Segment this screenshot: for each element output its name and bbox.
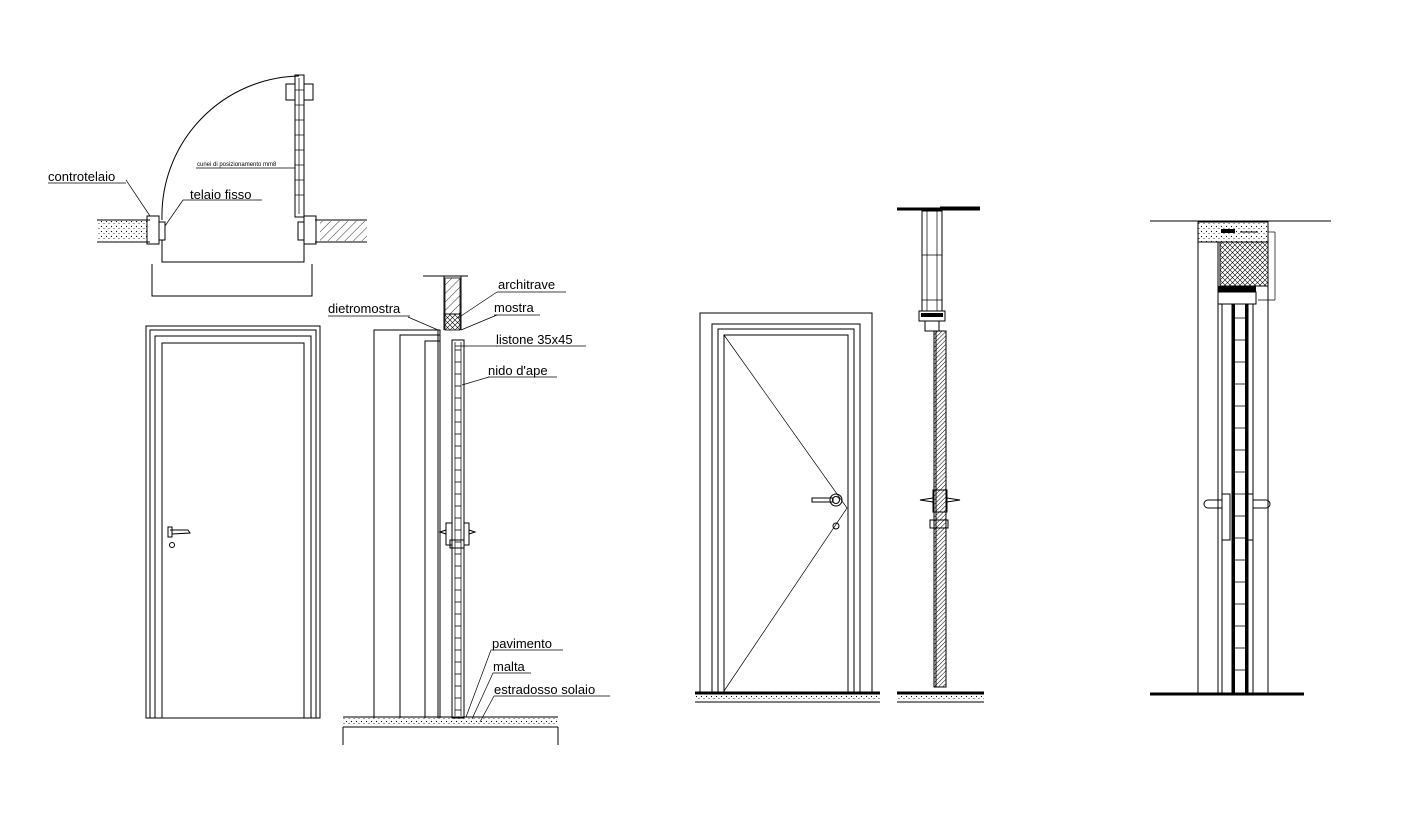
door-handle-2 [811,493,843,530]
door-leaf-honeycomb-plan [295,89,304,196]
vertical-section-3 [1150,220,1331,696]
door-elevation-2 [695,312,880,703]
vertical-section-2 [897,206,984,703]
label-listone: listone 35x45 [496,332,573,347]
label-dietromostra: dietromostra [328,301,401,316]
honeycomb-cells-section-3 [1235,317,1245,671]
label-malta: malta [493,659,526,674]
label-mostra: mostra [494,300,535,315]
door-elevation-1 [145,325,321,719]
vertical-section-1 [342,275,559,745]
plan-view [97,74,367,297]
label-telaio-fisso: telaio fisso [190,187,251,202]
label-architrave: architrave [498,277,555,292]
honeycomb-cells-section-1 [455,349,461,711]
label-controtelaio: controtelaio [48,169,115,184]
label-nido-dape: nido d'ape [488,363,548,378]
label-estradosso-solaio: estradosso solaio [494,682,595,697]
label-cunei: cunei di posizionamento mm8 [197,162,277,168]
door-handle-1 [167,526,191,548]
label-pavimento: pavimento [492,636,552,651]
